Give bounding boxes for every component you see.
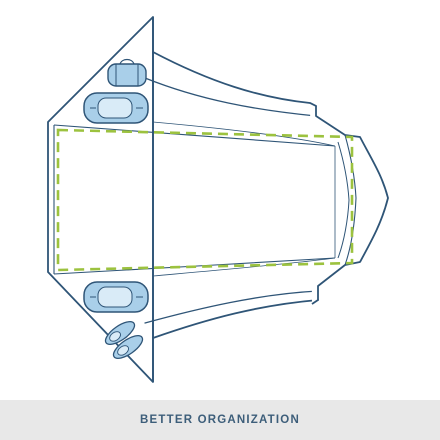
caption-bar: BETTER ORGANIZATION xyxy=(0,400,440,440)
tent-body-top xyxy=(53,124,336,147)
tent-pole-lower xyxy=(152,257,336,277)
floor-outline-dashed xyxy=(56,128,354,272)
fly-lower-sweep xyxy=(152,299,319,339)
tent-right-seam xyxy=(344,134,357,266)
fly-upper-sweep xyxy=(152,51,317,107)
tent-diagram xyxy=(47,16,389,383)
tent-pole-upper xyxy=(152,121,336,147)
fly-lower-inner xyxy=(144,290,319,324)
caption-text: BETTER ORGANIZATION xyxy=(140,414,300,426)
duffel-bag-icon xyxy=(107,58,147,87)
fly-upper-inner xyxy=(144,77,317,117)
backpack-icon xyxy=(83,281,149,313)
tent-right-inner xyxy=(337,141,350,259)
shoes-icon xyxy=(104,321,144,359)
backpack-icon xyxy=(83,92,149,124)
